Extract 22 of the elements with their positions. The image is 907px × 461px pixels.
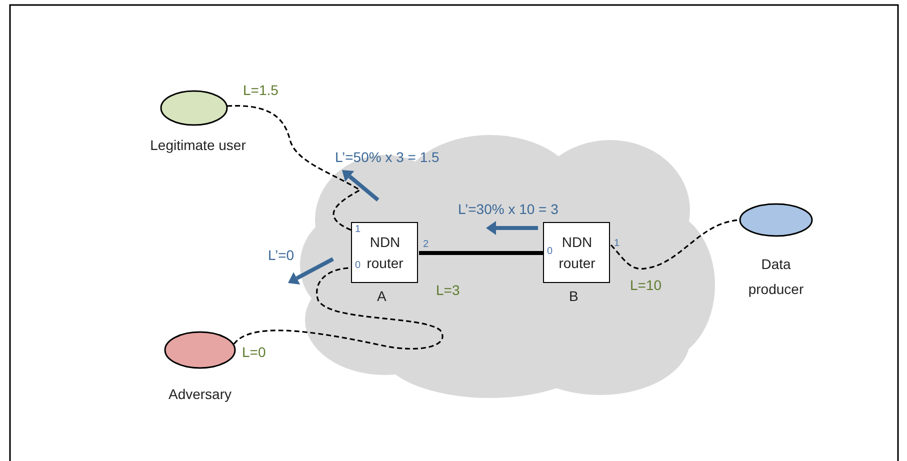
- port-number: 1: [614, 238, 620, 250]
- node-label: NDN router: [558, 233, 596, 273]
- port-number: 0: [355, 260, 361, 272]
- node-label: Data producer: [747, 255, 805, 299]
- port-number: 0: [547, 246, 553, 258]
- port-number: 2: [423, 239, 429, 251]
- dashed-link: [233, 267, 444, 350]
- node-label: A: [377, 288, 386, 305]
- node-label: Legitimate user: [150, 136, 246, 155]
- value-label: L=3: [436, 282, 460, 298]
- port-number: 1: [355, 224, 361, 236]
- thick-link: [419, 251, 543, 255]
- node-label: Adversary: [167, 385, 233, 404]
- value-label: L’=50% x 3 = 1.5: [335, 149, 440, 165]
- node-label: B: [569, 288, 578, 305]
- value-label: L’=0: [268, 247, 294, 263]
- value-label: L=10: [630, 277, 662, 293]
- value-label: L=1.5: [243, 82, 278, 98]
- value-label: L’=30% x 10 = 3: [458, 201, 558, 217]
- value-label: L=0: [242, 344, 266, 360]
- dashed-link: [226, 105, 361, 231]
- node-label: NDN router: [366, 233, 404, 273]
